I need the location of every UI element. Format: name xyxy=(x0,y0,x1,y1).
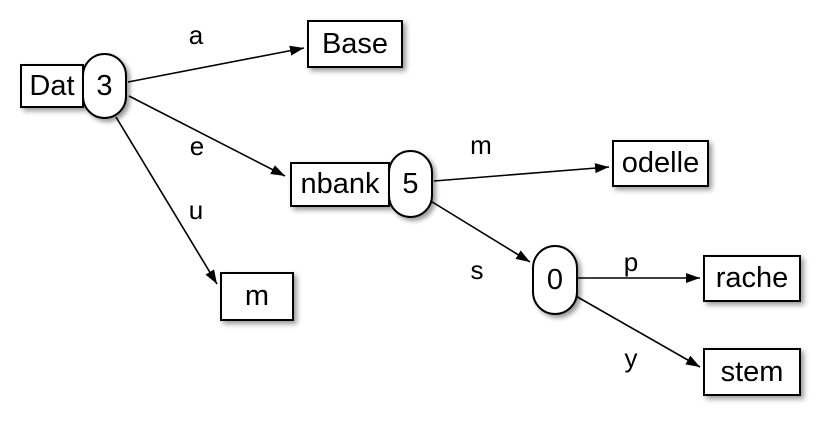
node-m: m xyxy=(220,272,294,321)
edge-label-s: s xyxy=(470,255,484,285)
edge-e-arrow xyxy=(128,95,286,177)
edge-label-p: p xyxy=(623,247,639,277)
node-base: Base xyxy=(307,20,403,68)
edge-a-arrow xyxy=(127,45,305,83)
node-odelle: odelle xyxy=(612,140,709,187)
edge-label-u: u xyxy=(188,195,204,225)
node-count-5: 5 xyxy=(388,150,433,218)
edge-label-y: y xyxy=(624,343,638,373)
edge-label-a: a xyxy=(188,20,204,50)
edge-y-arrow xyxy=(573,294,701,368)
edge-label-m: m xyxy=(470,130,492,160)
node-stem: stem xyxy=(703,348,801,396)
node-dat: Dat xyxy=(20,64,84,108)
node-count-3: 3 xyxy=(82,53,127,119)
node-count-0: 0 xyxy=(532,245,578,315)
edge-u-arrow xyxy=(115,116,218,285)
edge-m-arrow xyxy=(433,163,610,182)
node-nbank: nbank xyxy=(290,162,390,207)
node-rache: rache xyxy=(703,255,801,302)
edge-label-e: e xyxy=(189,131,205,161)
edge-s-arrow xyxy=(428,199,531,263)
